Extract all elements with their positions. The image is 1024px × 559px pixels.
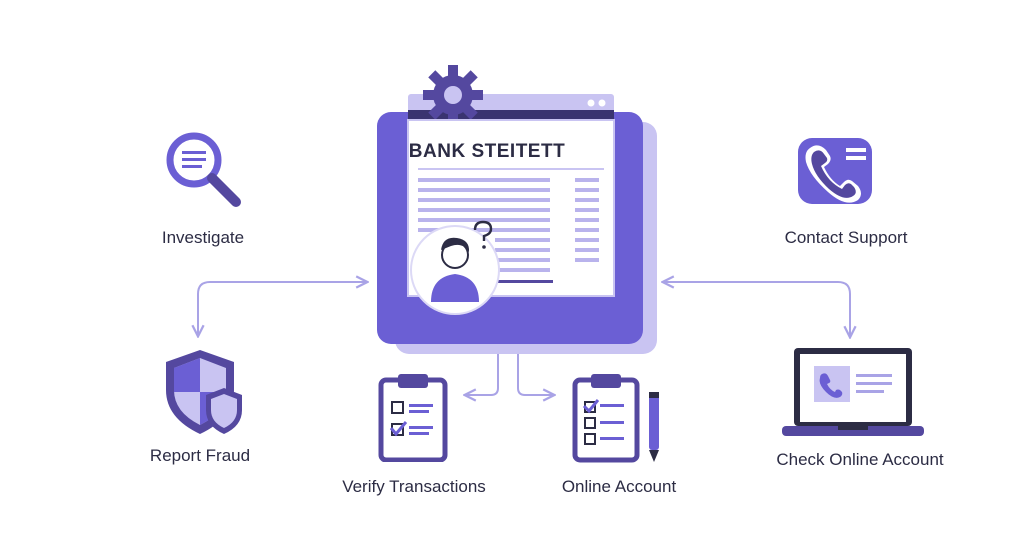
phone-icon[interactable] [796,136,876,208]
node-label-online-account: Online Account [561,477,677,496]
checklist-icon[interactable] [572,372,668,464]
laptop-icon[interactable] [780,346,926,440]
connector-bottom-left [466,348,499,395]
shield-icon[interactable] [160,348,246,436]
statement-lines [418,178,599,272]
clipboard-icon[interactable] [378,372,448,462]
bank-statement-window [377,65,657,354]
pen-icon [649,392,659,462]
connector-right [664,282,850,336]
document-title: BANK STEITETT [408,141,566,162]
connector-bottom-right [517,348,553,395]
node-label-report-fraud: Report Fraud [149,446,251,465]
connector-left [198,282,366,335]
gear-icon [423,65,483,125]
magnifier-icon[interactable] [164,132,246,212]
node-label-investigate: Investigate [161,228,245,247]
node-label-check-online-account: Check Online Account [776,450,944,469]
node-label-contact-support: Contact Support [784,228,908,247]
user-question-icon [410,220,500,315]
node-label-verify-transactions: Verify Transactions [342,477,486,496]
